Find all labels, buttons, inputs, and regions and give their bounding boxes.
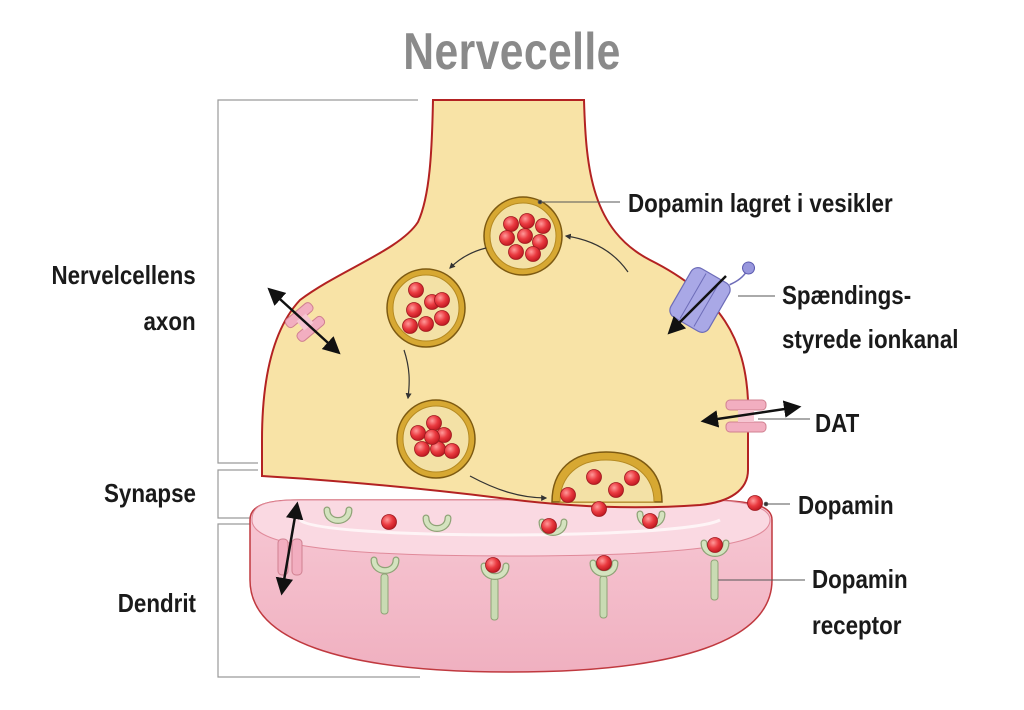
label-axon-line1: Nervelcellens xyxy=(51,260,196,290)
vesicle-top xyxy=(483,196,563,276)
ion-channel-arrow xyxy=(667,275,727,335)
dat-arrow xyxy=(700,400,802,428)
label-dopamine: Dopamin xyxy=(798,490,894,520)
label-dendrite: Dendrit xyxy=(117,588,196,618)
label-vesicles: Dopamin lagret i vesikler xyxy=(628,188,893,218)
dendrite-bracket xyxy=(217,523,420,678)
label-axon-line2: axon xyxy=(143,306,196,336)
label-dat: DAT xyxy=(815,408,860,438)
diagram-title: Nervecelle xyxy=(403,23,621,81)
vesicle-left xyxy=(386,268,466,348)
label-synapse: Synapse xyxy=(104,478,196,508)
label-leaders xyxy=(537,199,810,581)
label-receptor-line1: Dopamin xyxy=(812,564,908,594)
left-brackets xyxy=(217,99,420,678)
dendrite xyxy=(249,499,773,673)
vesicle-bottom xyxy=(396,399,476,479)
label-receptor-line2: receptor xyxy=(812,610,902,640)
stalk-receptors xyxy=(374,543,726,621)
axon-bracket xyxy=(217,99,418,464)
axon-transporter-arrow xyxy=(267,287,341,355)
label-ion-channel-line2: styrede ionkanal xyxy=(782,324,959,354)
vesicle-fusing xyxy=(551,451,663,503)
dendrite-transporter-arrow xyxy=(275,501,304,596)
vesicle-cycle-arrows xyxy=(403,233,629,501)
synapse-bracket xyxy=(217,469,258,519)
label-ion-channel-line1: Spændings- xyxy=(782,280,912,310)
